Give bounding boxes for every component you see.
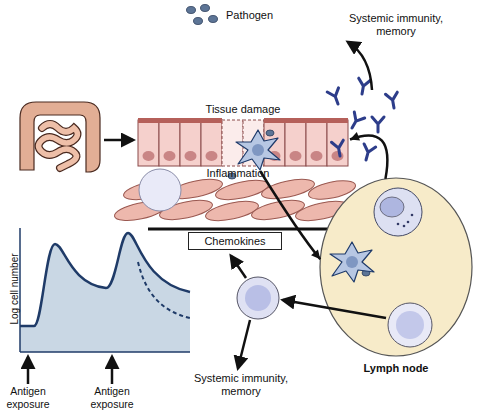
annotation-label: Pathogen [226,9,286,22]
axis-label: Log cell number [9,244,21,334]
lymphocyte [388,303,432,347]
exposure-arrow [27,357,30,384]
memory-arrow [348,42,372,90]
stromal-cell [260,176,316,203]
node-heading: Tissue damage [136,103,350,116]
antibody [356,78,370,95]
effector-cell [237,277,279,319]
small-intestine [39,124,78,168]
dendritic-cell-body [236,130,280,170]
stromal-cell [214,177,270,204]
intestine-icon [20,102,100,172]
antibody [327,88,343,106]
basement-line [148,228,336,231]
nucleus [380,197,404,217]
brush-border [264,118,348,123]
pathogen-dot [187,7,196,14]
lymphocyte [139,169,181,211]
graph-curve [20,233,190,326]
antibody [347,112,365,131]
plasma-cell [374,188,422,236]
epithelial-cell [306,120,327,166]
connector [260,171,320,259]
connector [350,135,387,178]
intestine-arrow [104,139,133,142]
nucleus [290,151,302,161]
arrowhead [350,132,360,140]
pathogen-dot [201,5,210,12]
annotation-label: Inflammation [198,167,278,180]
antibody [372,117,384,132]
small-intestine-outline [39,124,78,168]
epithelial-cell [159,120,180,166]
nucleus [332,151,344,161]
epithelial-cell [327,120,348,166]
connector-line [260,171,320,259]
antibodies [327,78,400,161]
epithelial-cell [180,120,201,166]
lymph-node-oval [320,178,472,356]
nucleus [206,151,218,161]
memory-arrow [238,320,250,368]
annotation-label: Antigen exposure [84,385,140,411]
cell-number-graph [20,228,190,352]
node-label: Chemokines [189,233,281,249]
nucleus [143,151,155,161]
graph-area [20,233,190,352]
epithelial-cell [201,120,222,166]
pathogen-dot [209,16,218,23]
x-axis [20,351,190,353]
brush-border [138,118,222,123]
exposure-arrow [111,357,114,384]
nucleus [185,151,197,161]
er-dot [411,214,414,217]
process-box: Chemokines [188,232,282,250]
nucleus [164,151,176,161]
nucleus [245,285,271,311]
node-label: Lymph node [318,362,474,375]
annotation-label: Systemic immunity, memory [336,12,456,38]
homing-arrow [231,256,246,278]
stromal-cell [204,198,260,225]
large-intestine [20,102,100,172]
er-dot [397,223,400,226]
er-dots [397,214,414,228]
nucleus [252,144,264,156]
er-dot [403,225,406,228]
annotation-label: Systemic immunity, memory [186,372,296,398]
annotation-label: Antigen exposure [0,385,56,411]
nucleus [396,311,424,339]
dendritic-cell [236,130,280,170]
nucleus [311,151,323,161]
pathogen-dot [266,130,274,136]
antibody [360,144,375,162]
er-dot [407,221,410,224]
epithelial-cell [138,120,159,166]
graph-dashed-curve [138,262,190,318]
antibody [385,92,399,109]
connector-line [350,135,387,178]
arrowhead [311,249,320,259]
nucleus [346,256,358,268]
epithelial-cell [285,120,306,166]
pathogen-dot [194,18,203,25]
antibody [331,140,345,157]
